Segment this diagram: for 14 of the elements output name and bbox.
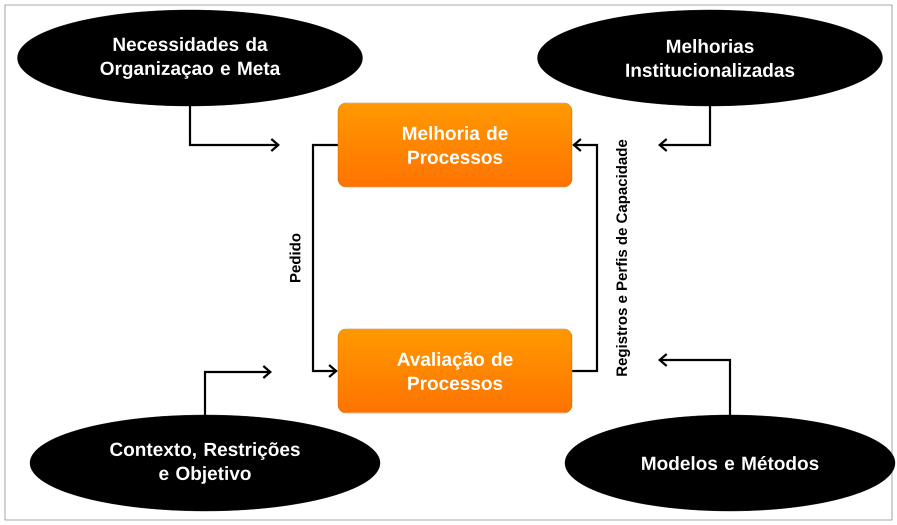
- arrow: [658, 353, 732, 417]
- process-box: Avaliação de Processos: [338, 328, 572, 414]
- arrow: [658, 104, 712, 152]
- arrow: [312, 144, 338, 378]
- oval-node: Melhorias Institucionalizadas: [537, 10, 883, 106]
- oval-node: Necessidades da Organizaçao e Meta: [17, 10, 363, 106]
- process-box: Melhoria de Processos: [338, 102, 572, 188]
- edge-label: Pedido: [288, 232, 302, 284]
- oval-node: Contexto, Restrições e Objetivo: [30, 414, 380, 512]
- edge-label: Registros e Perfis de Capacidade: [614, 138, 632, 378]
- oval-node: Modelos e Métodos: [564, 414, 896, 512]
- arrow: [188, 104, 280, 152]
- arrow: [204, 365, 272, 417]
- arrow: [572, 138, 598, 372]
